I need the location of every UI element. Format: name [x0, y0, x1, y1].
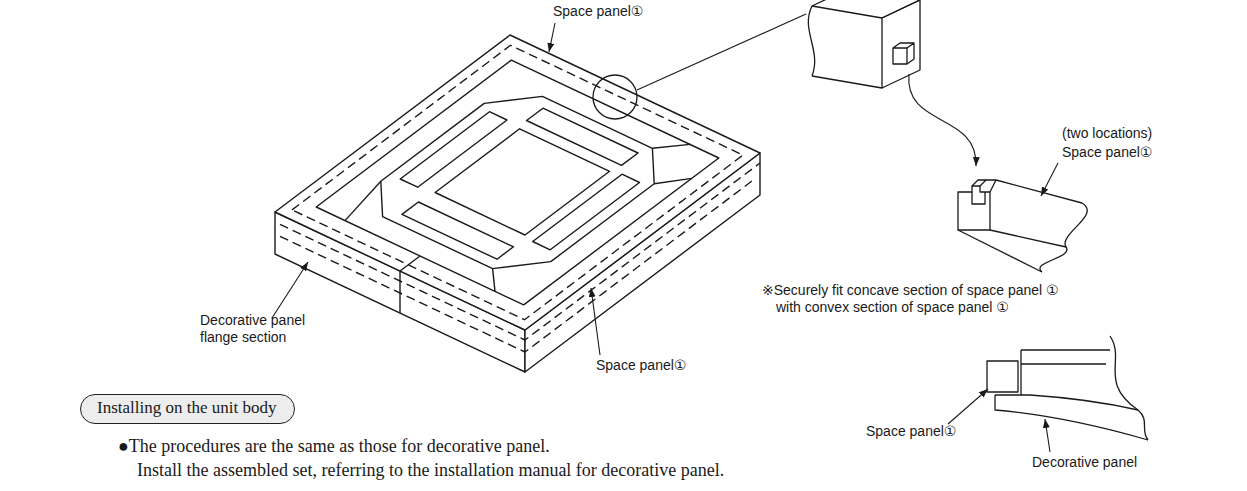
- grille: [381, 96, 654, 268]
- space-panel-section: [987, 361, 1018, 392]
- instruction-text: Install the assembled set, referring to …: [137, 460, 724, 482]
- section-heading: Installing on the unit body: [97, 398, 278, 418]
- part-label: Decorative panel: [1032, 454, 1137, 471]
- leader-line: [272, 262, 308, 318]
- part-label: Space panel①: [553, 3, 643, 20]
- inner-rim: [316, 60, 719, 305]
- concave-notch: [972, 180, 986, 204]
- detail-piece: [986, 180, 1082, 203]
- detail-piece: [958, 230, 1042, 272]
- detail-piece: [812, 0, 920, 18]
- leader-line: [591, 288, 600, 355]
- break-line: [808, 6, 814, 76]
- flange-line: [292, 45, 743, 319]
- leader-line: [1041, 163, 1058, 196]
- convex-tab: [893, 43, 914, 64]
- seam-line: [399, 271, 400, 313]
- leader-line: [948, 389, 988, 424]
- leader-line: [637, 14, 806, 90]
- decorative-panel-section: [1021, 350, 1110, 395]
- panel-drawing: [272, 0, 1148, 452]
- break-line: [1110, 336, 1148, 440]
- instruction-text: ●The procedures are the same as those fo…: [118, 436, 550, 458]
- heading-pill: Installing on the unit body: [80, 394, 295, 424]
- fit-arrow: [909, 74, 976, 166]
- decorative-panel-section: [995, 395, 1148, 440]
- grille-corner: [652, 144, 690, 148]
- detail-piece: [812, 6, 882, 88]
- detail-circle: [593, 75, 637, 119]
- note-label: (two locations): [1062, 125, 1152, 142]
- leader-line: [1045, 419, 1050, 452]
- part-label: Space panel①: [866, 423, 956, 440]
- part-label: Decorative panel flange section: [200, 312, 322, 346]
- part-label: Space panel①: [596, 357, 686, 374]
- grille-corner: [345, 181, 381, 220]
- grille-corner: [493, 269, 495, 292]
- break-line: [1040, 203, 1087, 272]
- top-face: [275, 35, 760, 330]
- grille-corner: [654, 178, 692, 183]
- leader-line: [549, 23, 555, 52]
- seam-line: [400, 256, 420, 271]
- part-label: Space panel①: [1062, 144, 1152, 161]
- assembly-note: ※Securely fit concave section of space p…: [762, 282, 1076, 316]
- center-panel: [435, 129, 609, 235]
- detail-piece: [990, 230, 1066, 247]
- detail-piece: [882, 0, 920, 88]
